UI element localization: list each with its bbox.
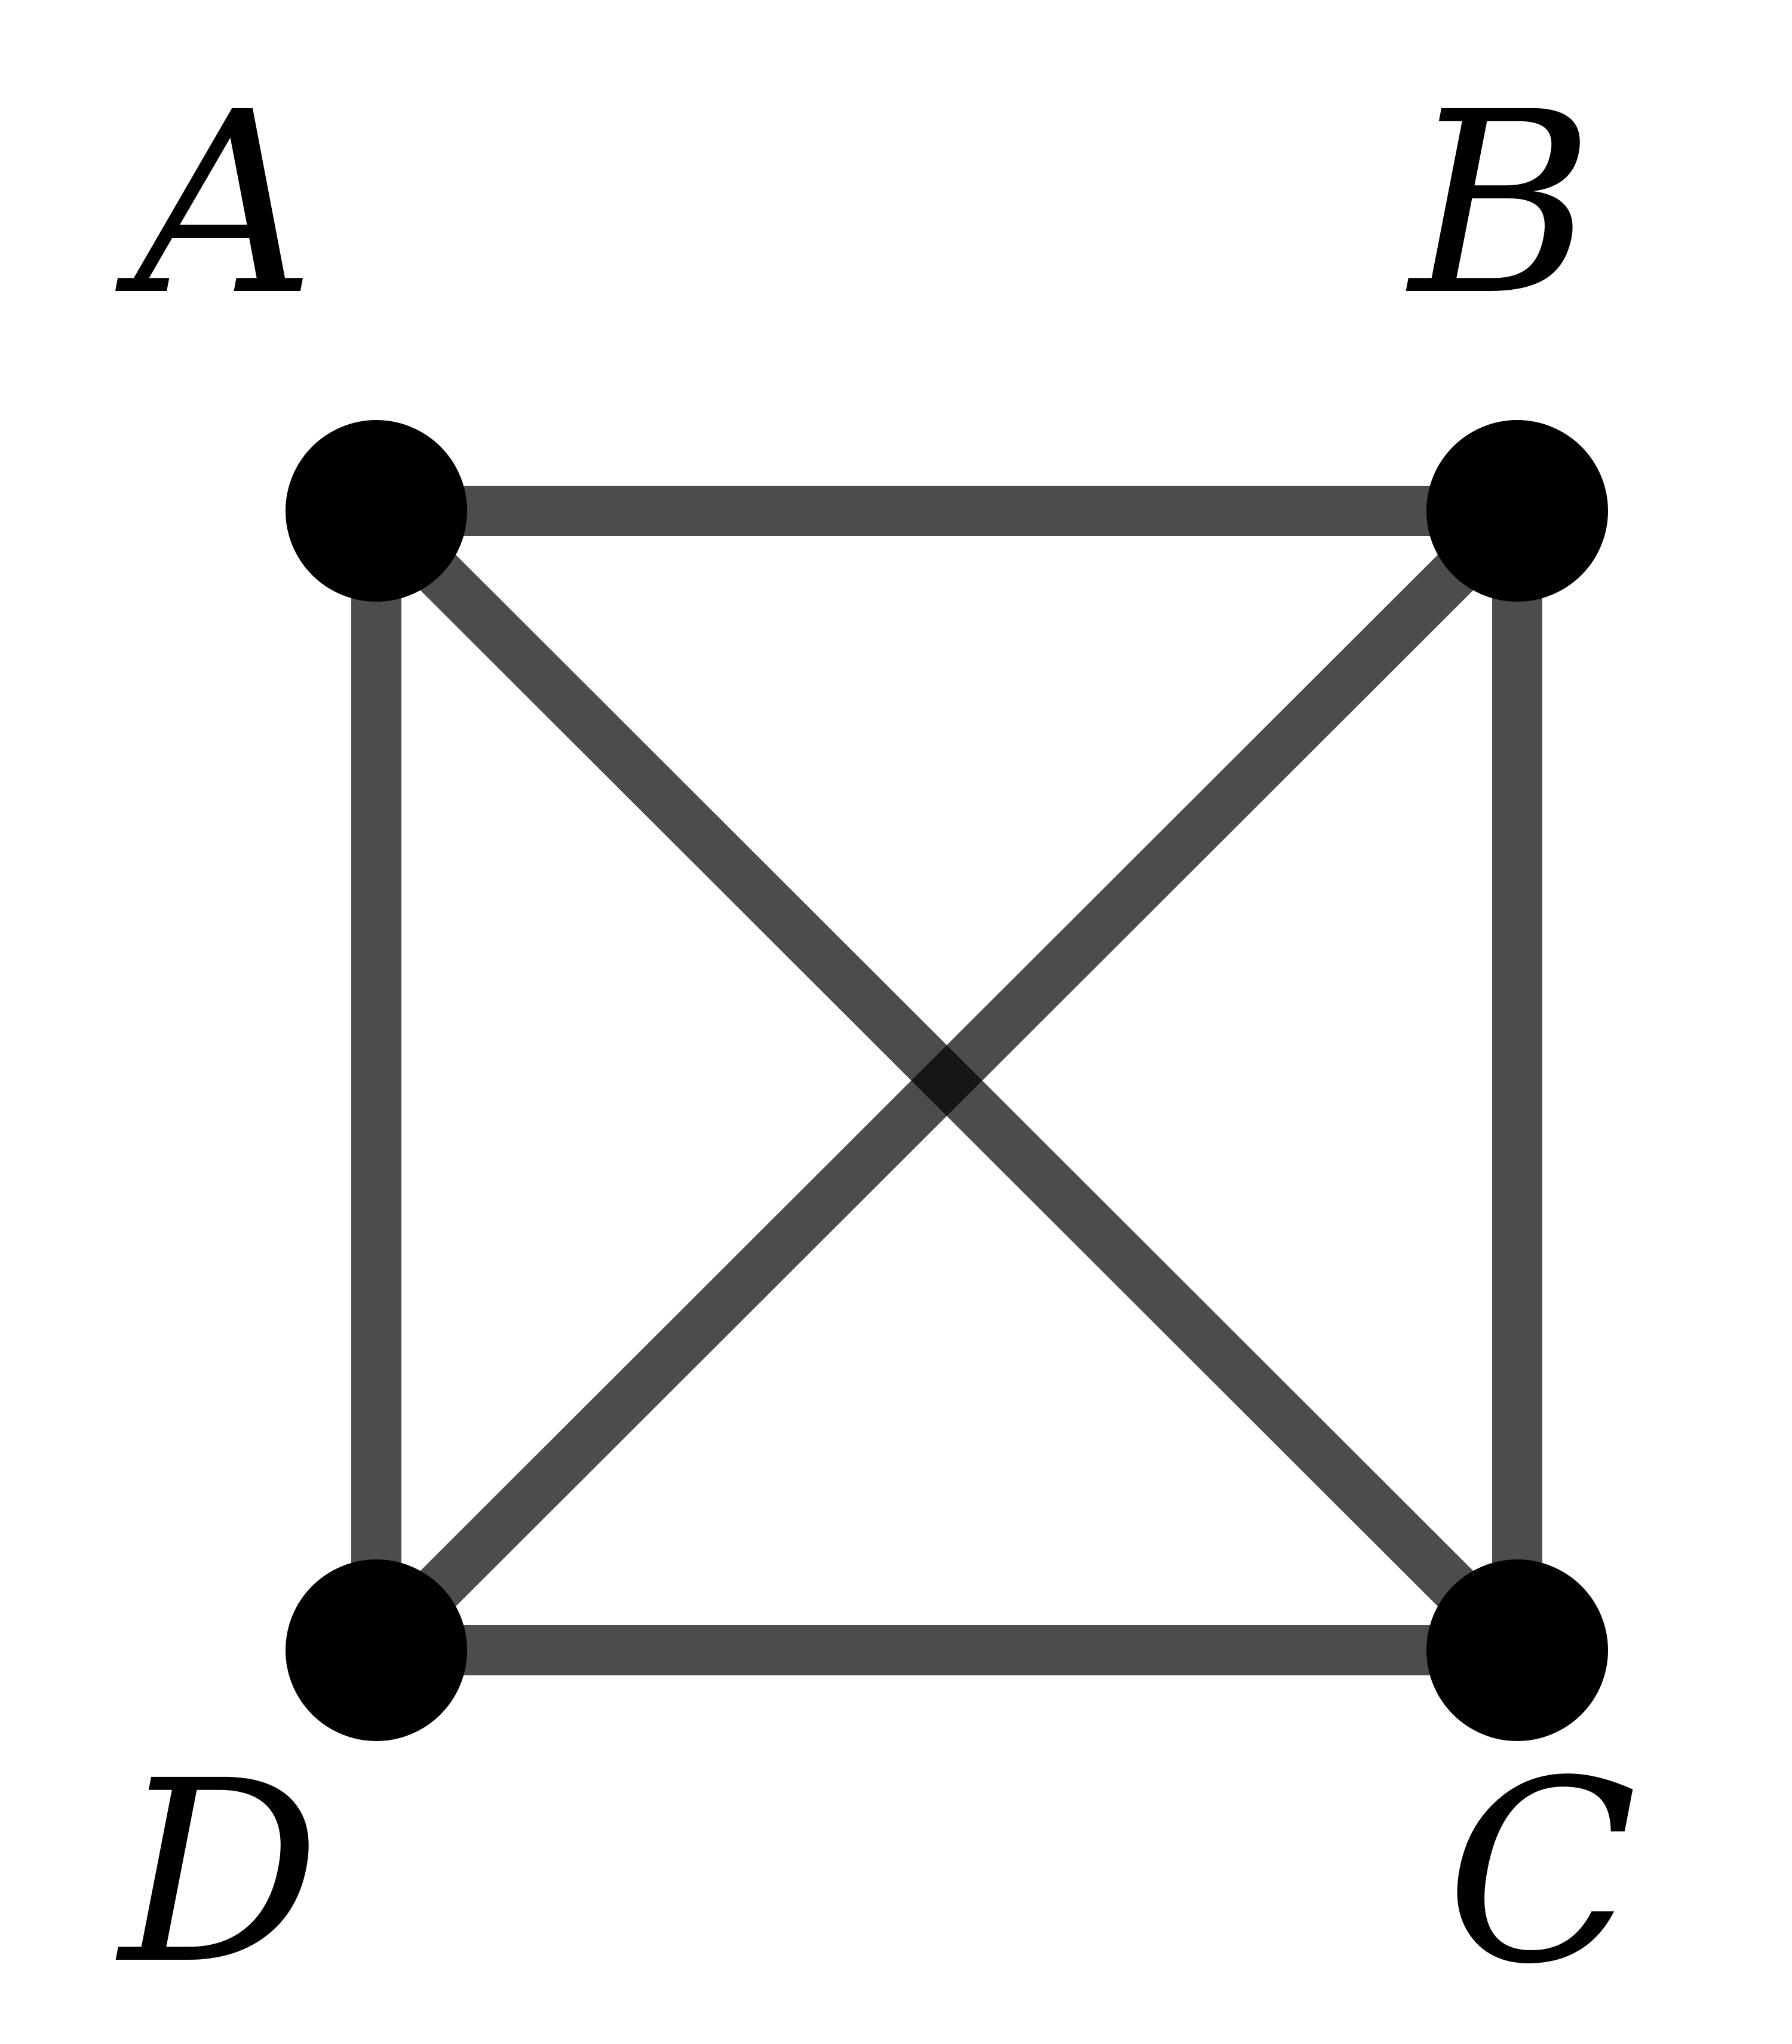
- vertex-d: [286, 1559, 467, 1741]
- labels-layer: A B C D: [115, 59, 1637, 2020]
- vertex-label-a: A: [115, 59, 315, 351]
- edge-b-d: [358, 493, 1535, 1668]
- vertex-label-d: D: [115, 1727, 320, 2020]
- edges-layer: [351, 486, 1542, 1675]
- vertex-a: [286, 420, 467, 602]
- vertices-layer: [286, 420, 1608, 1741]
- vertex-b: [1426, 420, 1608, 602]
- vertex-label-c: C: [1446, 1727, 1637, 2020]
- vertex-c: [1426, 1559, 1608, 1741]
- vertex-label-b: B: [1406, 59, 1594, 351]
